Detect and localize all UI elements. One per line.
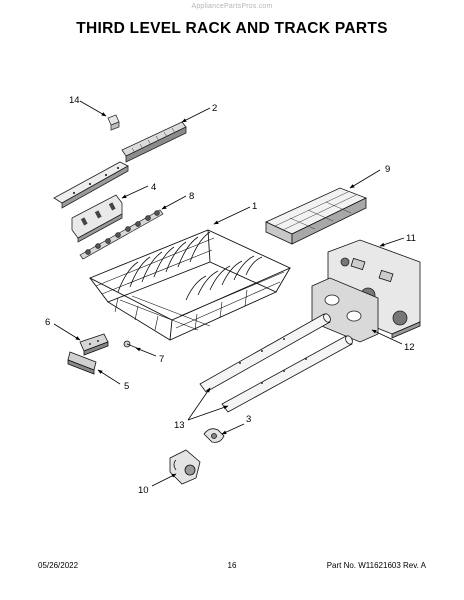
callout-14: 14 — [69, 95, 80, 106]
part-1-wire-rack — [88, 229, 292, 341]
callout-11: 11 — [406, 233, 416, 244]
callout-12: 12 — [404, 342, 415, 353]
footer-page-number: 16 — [227, 561, 237, 570]
callout-4: 4 — [151, 182, 156, 193]
part-9-cutlery-tray — [265, 187, 368, 245]
callout-9: 9 — [385, 164, 390, 175]
page-title: THIRD LEVEL RACK AND TRACK PARTS — [76, 20, 388, 37]
callout-7: 7 — [159, 354, 164, 365]
callout-1: 1 — [252, 201, 257, 212]
part-12-front-housing — [311, 277, 379, 343]
part-13-tubes — [199, 313, 353, 413]
callout-5: 5 — [124, 381, 129, 392]
part-5-stop — [67, 351, 97, 375]
footer-date: 05/26/2022 — [38, 561, 79, 570]
part-4-bracket — [71, 194, 123, 243]
callout-3: 3 — [246, 414, 251, 425]
part-3-connector — [203, 428, 225, 443]
watermark: AppliancePartsPros.com — [191, 3, 273, 10]
callout-6: 6 — [45, 317, 50, 328]
part-2-track-rail — [53, 121, 187, 209]
footer-part-number: Part No. W11621603 Rev. A — [326, 561, 426, 570]
part-7-screw — [123, 340, 138, 349]
callout-10: 10 — [138, 485, 149, 496]
callout-2: 2 — [212, 103, 217, 114]
part-14-clip — [107, 114, 120, 131]
callout-labels: 14 2 4 8 1 9 11 12 6 7 5 3 13 10 — [45, 95, 416, 496]
callout-8: 8 — [189, 191, 194, 202]
part-10-fitting — [169, 449, 201, 485]
leader-lines — [53, 100, 405, 487]
part-6-end-cap — [79, 333, 109, 356]
part-8-wheel-strip — [79, 209, 164, 260]
callout-13: 13 — [174, 420, 185, 431]
